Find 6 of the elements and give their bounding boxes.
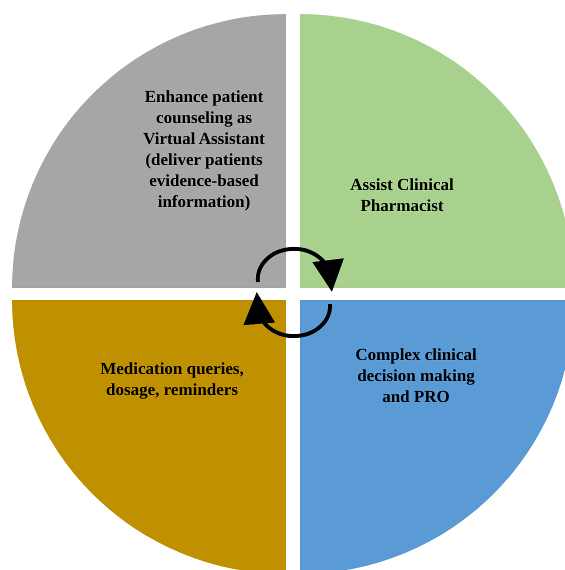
curved-arrow: [256, 246, 343, 292]
quadrant-label: Enhance patient counseling as Virtual Assistant (deliver patients evidence-based information): [142, 86, 266, 212]
quadrant-label: Assist Clinical Pharmacist: [349, 174, 455, 216]
quadrant-label: Complex clinical decision making and PRO: [354, 344, 478, 407]
curved-arrow: [244, 292, 332, 338]
quadrant-label: Medication queries, dosage, reminders: [99, 358, 245, 400]
